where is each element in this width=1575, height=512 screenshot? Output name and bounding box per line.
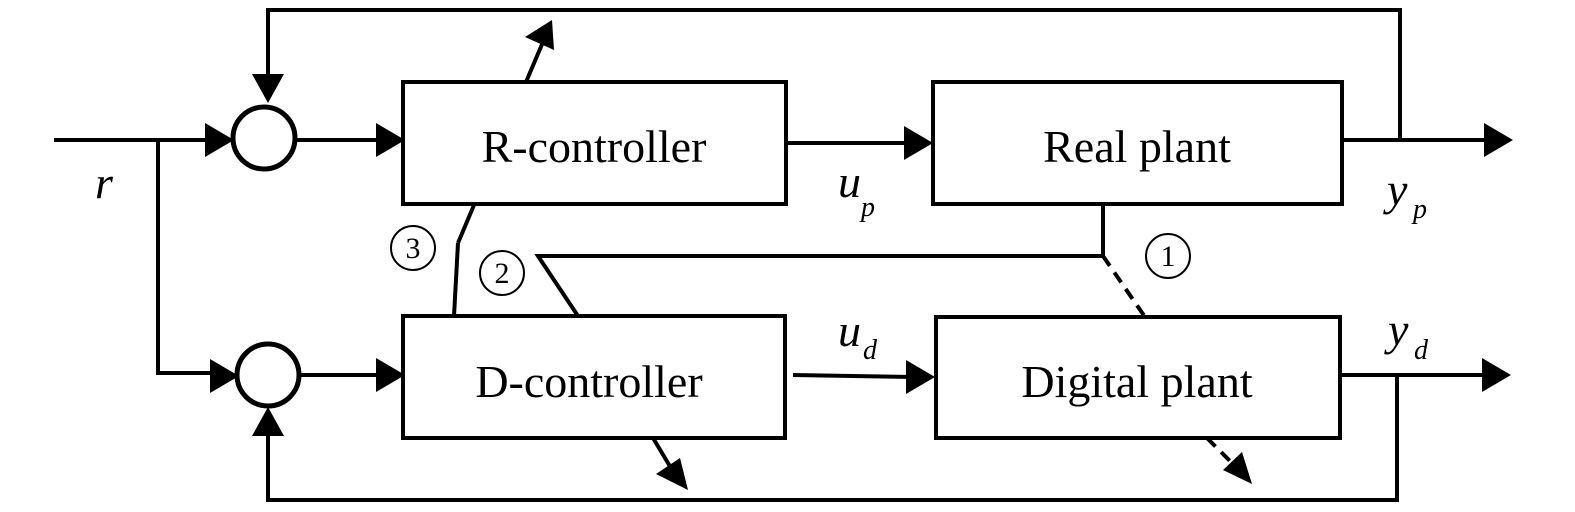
svg-text:2: 2 bbox=[495, 257, 510, 290]
real-plant-to-digital-plant-link bbox=[1101, 254, 1147, 319]
real-feedback-arrowhead bbox=[252, 74, 284, 103]
yd-signal-base: y bbox=[1384, 304, 1409, 355]
ud-signal-line bbox=[792, 373, 914, 379]
ud-signal-subscript: d bbox=[863, 335, 878, 366]
r-controller-tuning-arrowhead bbox=[525, 20, 554, 50]
up-signal-base: u bbox=[838, 156, 861, 207]
d-controller-block bbox=[401, 314, 787, 440]
digital-plant-tuning-arrowhead bbox=[1223, 452, 1252, 484]
reference-input-arrowhead bbox=[205, 123, 234, 157]
real-plant-to-d-controller-link bbox=[534, 205, 1105, 318]
r-controller-tuning-line bbox=[524, 41, 545, 83]
svg-text:3: 3 bbox=[406, 232, 421, 265]
ud-signal-arrowhead bbox=[906, 360, 935, 394]
lower-summing-junction bbox=[234, 341, 302, 409]
digital-feedback-arrowhead bbox=[252, 407, 284, 436]
mode-3-label: 3 bbox=[390, 225, 436, 271]
d-controller-tuning-arrowhead bbox=[656, 458, 688, 490]
real-plant-label: Real plant bbox=[1043, 121, 1231, 172]
reference-signal-label: r bbox=[95, 157, 114, 208]
lower-sum-to-d-controller-arrowhead bbox=[376, 358, 405, 392]
digital-plant-tuning-line bbox=[1205, 436, 1237, 468]
yp-signal-base: y bbox=[1383, 164, 1408, 215]
reference-branch-line bbox=[156, 140, 220, 375]
svg-text:1: 1 bbox=[1161, 240, 1176, 273]
d-controller-label: D-controller bbox=[475, 356, 702, 407]
real-plant-block bbox=[931, 80, 1344, 206]
yp-signal-subscript: p bbox=[1411, 194, 1427, 225]
real-feedback-line bbox=[266, 8, 1402, 140]
r-controller-label: R-controller bbox=[482, 121, 707, 172]
mode-2-label: 2 bbox=[479, 250, 525, 296]
yp-output-arrowhead bbox=[1484, 123, 1513, 157]
up-signal-arrowhead bbox=[904, 126, 933, 160]
digital-plant-label: Digital plant bbox=[1021, 356, 1252, 407]
reference-branch-arrowhead bbox=[210, 359, 239, 393]
digital-feedback-line bbox=[266, 375, 1399, 502]
d-controller-to-r-controller-link bbox=[452, 242, 460, 317]
yd-output-arrowhead bbox=[1482, 358, 1511, 392]
up-signal-subscript: p bbox=[859, 192, 875, 223]
d-controller-tuning-line bbox=[651, 436, 673, 470]
upper-sum-to-r-controller-arrowhead bbox=[376, 123, 405, 157]
upper-summing-junction bbox=[230, 104, 298, 172]
d-controller-to-r-controller-diagonal bbox=[456, 204, 476, 244]
ud-signal-base: u bbox=[838, 305, 861, 356]
r-controller-block bbox=[401, 80, 788, 206]
digital-plant-block bbox=[934, 315, 1342, 440]
yd-signal-subscript: d bbox=[1414, 335, 1429, 366]
mode-1-label: 1 bbox=[1145, 233, 1191, 279]
